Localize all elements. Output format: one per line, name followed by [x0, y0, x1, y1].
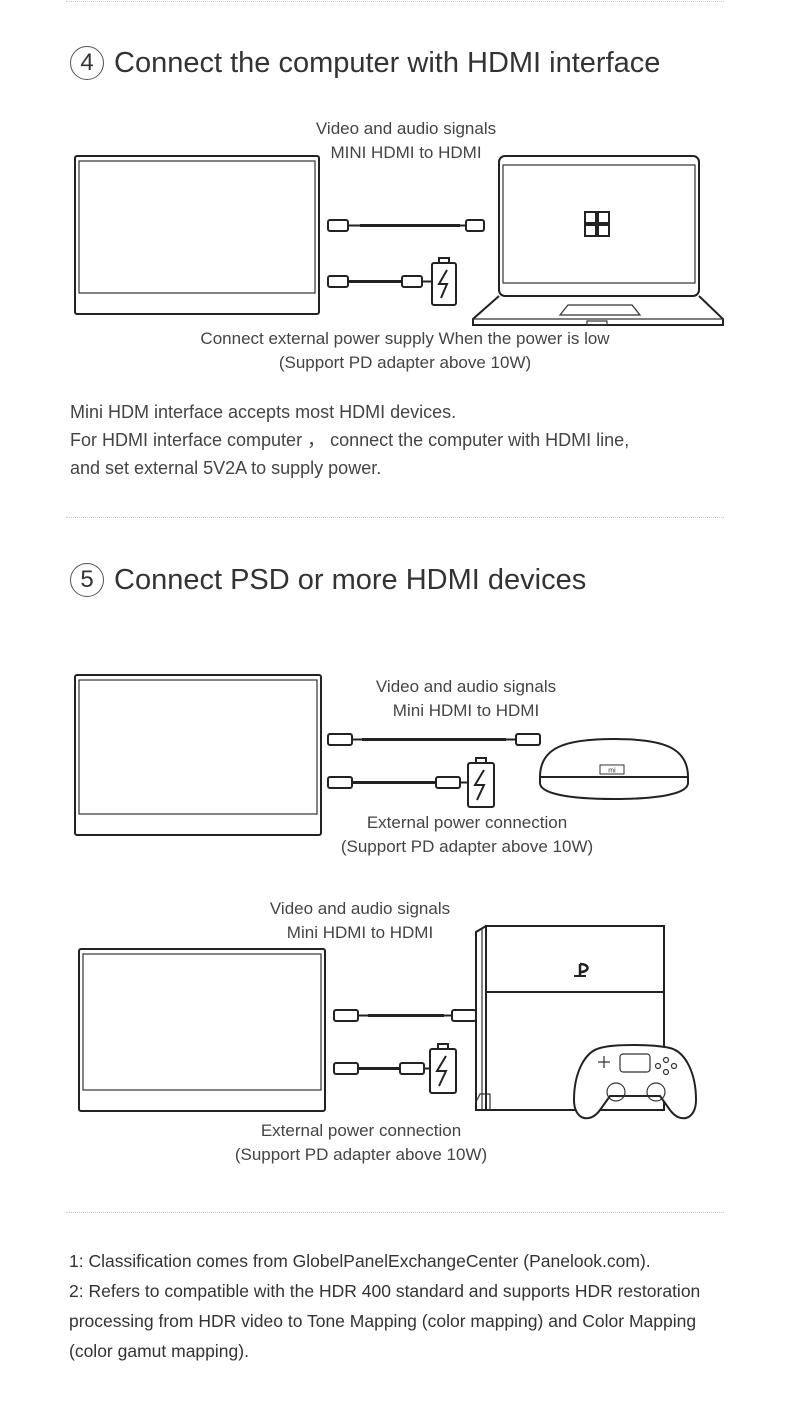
- power-cable-battery-icon: [333, 1043, 457, 1094]
- console-power-label: External power connection (Support PD ad…: [194, 1119, 528, 1167]
- step-number-badge: 5: [70, 563, 104, 597]
- power-cable-battery-icon: [327, 757, 495, 808]
- laptop-illustration: [472, 155, 724, 326]
- power-label-line2: (Support PD adapter above 10W): [340, 837, 594, 856]
- section-divider-2: [66, 1212, 724, 1213]
- footnote-item: 1: Classification comes from GlobelPanel…: [69, 1251, 651, 1271]
- section4-signal-label: Video and audio signals MINI HDMI to HDM…: [290, 117, 522, 165]
- game-console-illustration: [475, 925, 698, 1120]
- device-badge-text: mi: [608, 768, 616, 775]
- playstation-logo-icon: [574, 962, 589, 977]
- portable-monitor-illustration: [74, 155, 320, 315]
- section4-title: Connect the computer with HDMI interface: [114, 46, 661, 79]
- hdmi-cable-icon: [333, 1009, 477, 1022]
- portable-monitor-illustration: [78, 948, 326, 1112]
- description-line: For HDMI interface computer ， connect th…: [70, 430, 630, 450]
- power-label-line2: (Support PD adapter above 10W): [234, 1145, 488, 1164]
- signal-label-line1: Video and audio signals: [315, 119, 497, 138]
- portable-monitor-illustration: [74, 674, 322, 836]
- section4-description: Mini HDM interface accepts most HDMI dev…: [70, 398, 629, 482]
- windows-logo-icon: [584, 211, 610, 237]
- tv-box-illustration: mi: [538, 737, 690, 801]
- section-divider-1: [66, 517, 724, 518]
- power-label-line2: (Support PD adapter above 10W): [278, 353, 532, 372]
- footnotes: 1: Classification comes from GlobelPanel…: [69, 1246, 729, 1366]
- box-signal-label: Video and audio signals Mini HDMI to HDM…: [350, 675, 582, 723]
- description-line: and set external 5V2A to supply power.: [70, 458, 382, 478]
- step-number-badge: 4: [70, 46, 104, 80]
- section5-title: Connect PSD or more HDMI devices: [114, 563, 587, 596]
- power-cable-battery-icon: [327, 257, 457, 306]
- signal-label-line1: Video and audio signals: [269, 899, 451, 918]
- signal-label-line2: Mini HDMI to HDMI: [286, 923, 434, 942]
- signal-label-line2: MINI HDMI to HDMI: [330, 143, 482, 162]
- power-label-line1: Connect external power supply When the p…: [200, 329, 610, 348]
- console-signal-label: Video and audio signals Mini HDMI to HDM…: [244, 897, 476, 945]
- hdmi-cable-icon: [327, 219, 485, 232]
- box-power-label: External power connection (Support PD ad…: [300, 811, 634, 859]
- section5-heading: 5 Connect PSD or more HDMI devices: [70, 563, 586, 597]
- power-label-line1: External power connection: [366, 813, 568, 832]
- section4-heading: 4 Connect the computer with HDMI interfa…: [70, 46, 660, 80]
- gamepad-icon: [572, 1044, 698, 1120]
- top-divider: [66, 1, 724, 2]
- power-label-line1: External power connection: [260, 1121, 462, 1140]
- section4-power-label: Connect external power supply When the p…: [140, 327, 670, 375]
- footnote-item: 2: Refers to compatible with the HDR 400…: [69, 1281, 701, 1361]
- description-line: Mini HDM interface accepts most HDMI dev…: [70, 402, 457, 422]
- signal-label-line1: Video and audio signals: [375, 677, 557, 696]
- signal-label-line2: Mini HDMI to HDMI: [392, 701, 540, 720]
- hdmi-cable-icon: [327, 733, 541, 746]
